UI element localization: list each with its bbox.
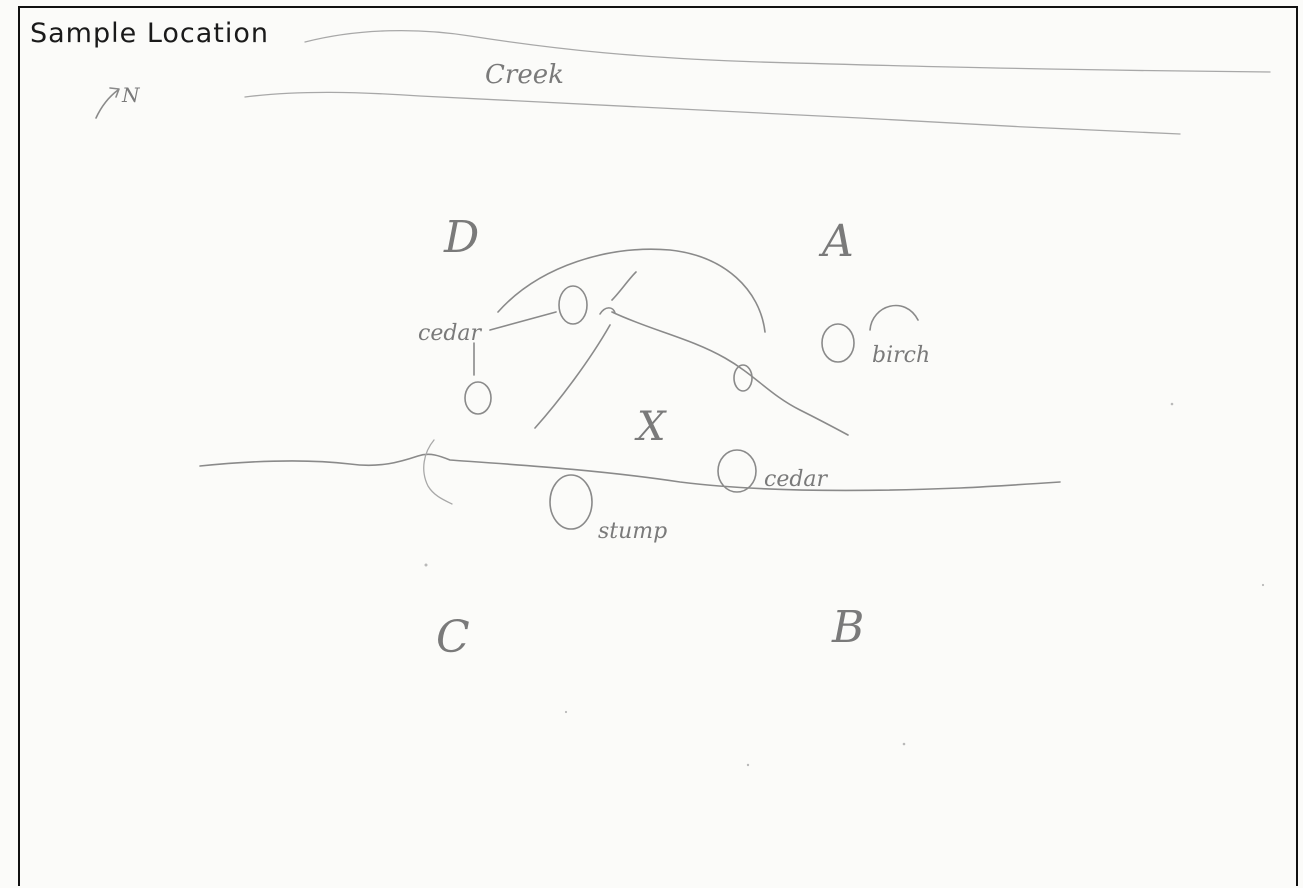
branch-line xyxy=(534,324,611,429)
branch-line xyxy=(611,311,849,436)
pencil-speck xyxy=(1170,402,1174,406)
tree-symbol xyxy=(549,474,593,530)
birch-curl xyxy=(869,304,919,331)
corner-label-b: B xyxy=(831,602,864,653)
pencil-speck xyxy=(902,742,906,746)
sheet-border xyxy=(18,6,1298,886)
tree-symbol xyxy=(821,323,855,363)
page-title: Sample Location xyxy=(30,18,270,49)
small-curl xyxy=(599,307,616,315)
tree-symbol xyxy=(733,364,753,392)
birch-label: birch xyxy=(872,343,930,368)
trail-line xyxy=(199,453,1061,492)
cedar-left-label: cedar xyxy=(418,321,483,346)
trail-branch xyxy=(423,439,453,505)
pencil-speck xyxy=(564,710,568,714)
cedar-right-label: cedar xyxy=(764,467,829,492)
corner-label-c: C xyxy=(436,612,470,663)
north-arrow xyxy=(95,87,120,119)
cedar-left-connector xyxy=(489,311,557,331)
branch-line xyxy=(611,271,637,301)
stump-label: stump xyxy=(598,519,667,544)
pencil-speck xyxy=(424,563,428,567)
pencil-speck xyxy=(746,763,750,767)
tree-symbol xyxy=(717,449,757,493)
pencil-speck xyxy=(1261,583,1265,587)
creek-bank-north xyxy=(304,29,1271,73)
north-label: N xyxy=(121,83,141,107)
tree-symbol xyxy=(464,381,492,415)
corner-label-d: D xyxy=(443,212,479,263)
creek-bank-south xyxy=(244,91,1181,135)
tree-symbol xyxy=(558,285,588,325)
canopy-arc xyxy=(497,248,766,333)
center-label: X xyxy=(634,404,667,450)
creek-label: Creek xyxy=(485,60,564,90)
corner-label-a: A xyxy=(818,216,854,267)
